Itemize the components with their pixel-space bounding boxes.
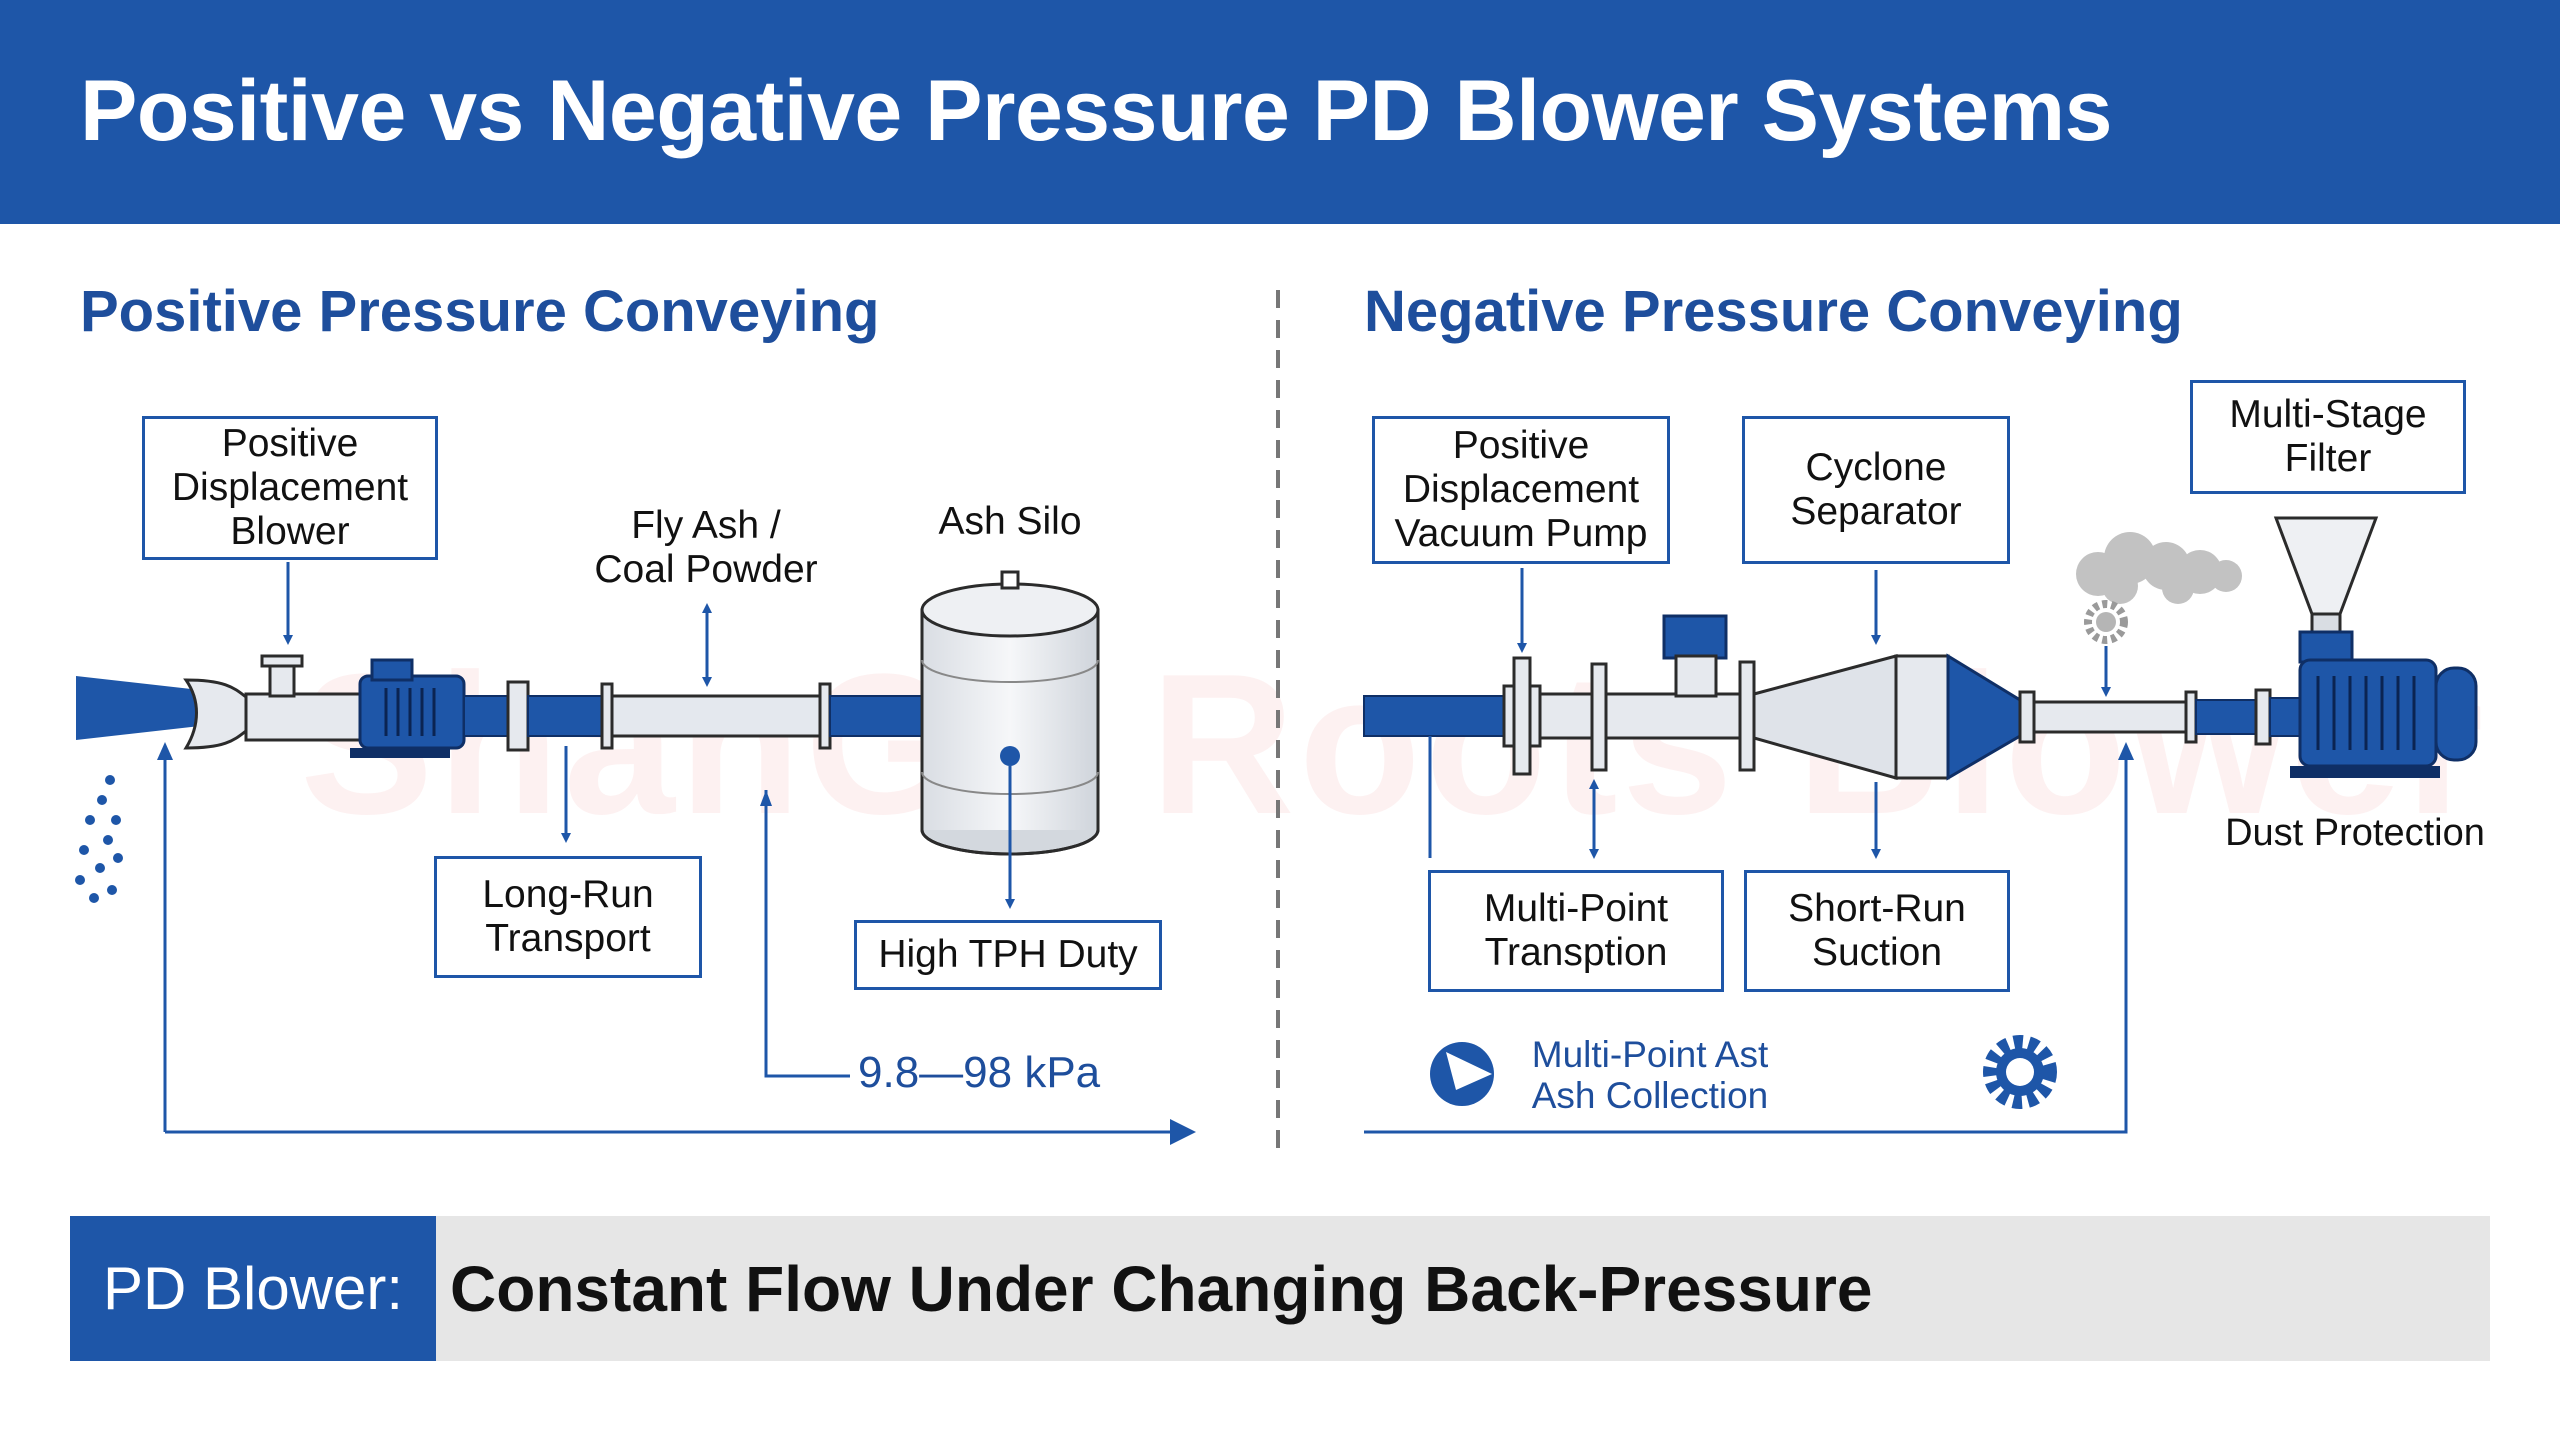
inlet-bell xyxy=(183,678,252,750)
pressure-range-label: 9.8—98 kPa xyxy=(858,1048,1101,1097)
tph-duty-box: High TPH Duty xyxy=(854,920,1162,990)
gear-icon xyxy=(1983,1035,2057,1109)
watermark: ShanGu Roots Blower xyxy=(300,633,2488,856)
blower-motor-icon xyxy=(350,658,466,758)
footer-banner: PD Blower: Constant Flow Under Changing … xyxy=(70,1216,2490,1361)
footer-tagline: Constant Flow Under Changing Back-Pressu… xyxy=(450,1252,1873,1325)
dust-motor-icon xyxy=(2290,630,2478,778)
vacuum-pump-box: Positive Displacement Vacuum Pump xyxy=(1372,416,1670,564)
negative-section-title: Negative Pressure Conveying xyxy=(1364,279,2183,344)
footer-prefix: PD Blower: xyxy=(70,1216,436,1361)
positive-section-title: Positive Pressure Conveying xyxy=(80,279,880,344)
multi-stage-filter-box: Multi-Stage Filter xyxy=(2190,380,2466,494)
material-label: Fly Ash / Coal Powder xyxy=(594,504,818,591)
page-title: Positive vs Negative Pressure PD Blower … xyxy=(80,63,2112,159)
small-gear-icon xyxy=(2084,600,2128,644)
dust-protection-label: Dust Protection xyxy=(2225,812,2485,854)
header-banner: Positive vs Negative Pressure PD Blower … xyxy=(0,0,2560,224)
long-run-box: Long-Run Transport xyxy=(434,856,702,978)
short-run-box: Short-Run Suction xyxy=(1744,870,2010,992)
cyclone-separator-icon xyxy=(1752,653,2022,781)
ash-particles-icon xyxy=(75,775,123,903)
silo-label: Ash Silo xyxy=(938,500,1082,543)
air-inlet-nozzle xyxy=(76,676,200,740)
cyclone-separator-box: Cyclone Separator xyxy=(1742,416,2010,564)
multi-point-box: Multi-Point Transption xyxy=(1428,870,1724,992)
collector-icon xyxy=(1430,1042,1494,1106)
filter-funnel-icon xyxy=(2273,516,2379,634)
ash-collection-label: Multi-Point Ast Ash Collection xyxy=(1531,1034,1769,1117)
smoke-icon xyxy=(2076,532,2242,604)
blower-label-box: Positive Displacement Blower xyxy=(142,416,438,560)
